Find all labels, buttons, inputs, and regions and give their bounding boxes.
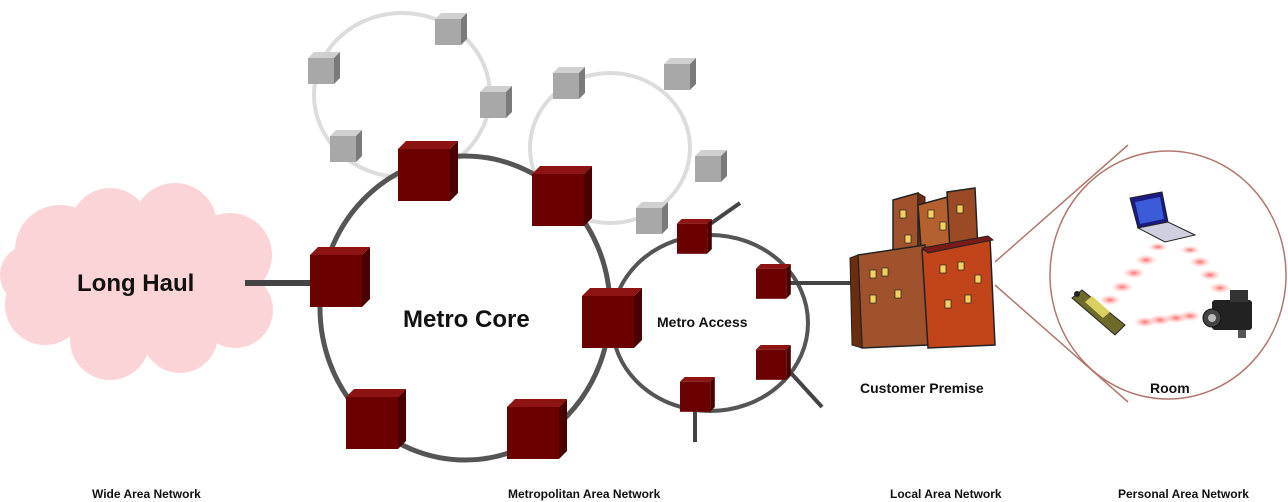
core-node [582,288,642,348]
gray-node [480,86,512,118]
gray-ring-2 [528,71,692,225]
pan-label: Personal Area Network [1118,487,1249,501]
gray-node [695,150,727,182]
pda-icon [1071,289,1126,336]
core-node [507,399,567,459]
metro-access-label: Metro Access [657,314,748,330]
core-node [532,166,592,226]
access-node [756,264,791,299]
room-circle [1049,150,1287,400]
wan-label: Wide Area Network [92,487,201,501]
laptop-icon [1129,191,1197,243]
building-icon [849,187,996,349]
camcorder-icon [1202,290,1252,338]
core-node [346,389,406,449]
man-label: Metropolitan Area Network [508,487,661,501]
gray-node [330,130,362,162]
access-node [680,377,715,412]
access-node [756,345,791,380]
gray-node [308,52,340,84]
lan-label: Local Area Network [890,487,1002,501]
gray-node [435,13,467,45]
gray-node [636,202,668,234]
wireless-beams [1100,243,1230,327]
core-node [398,141,458,201]
room-zoom-lines [994,144,1129,403]
gray-node [664,58,696,90]
core-node [310,247,370,307]
access-node [677,219,712,254]
long-haul-cloud [0,183,273,380]
customer-premise-label: Customer Premise [860,380,984,396]
long-haul-label: Long Haul [77,270,195,297]
gray-node [553,67,585,99]
metro-core-label: Metro Core [403,306,530,333]
room-label: Room [1150,380,1190,396]
